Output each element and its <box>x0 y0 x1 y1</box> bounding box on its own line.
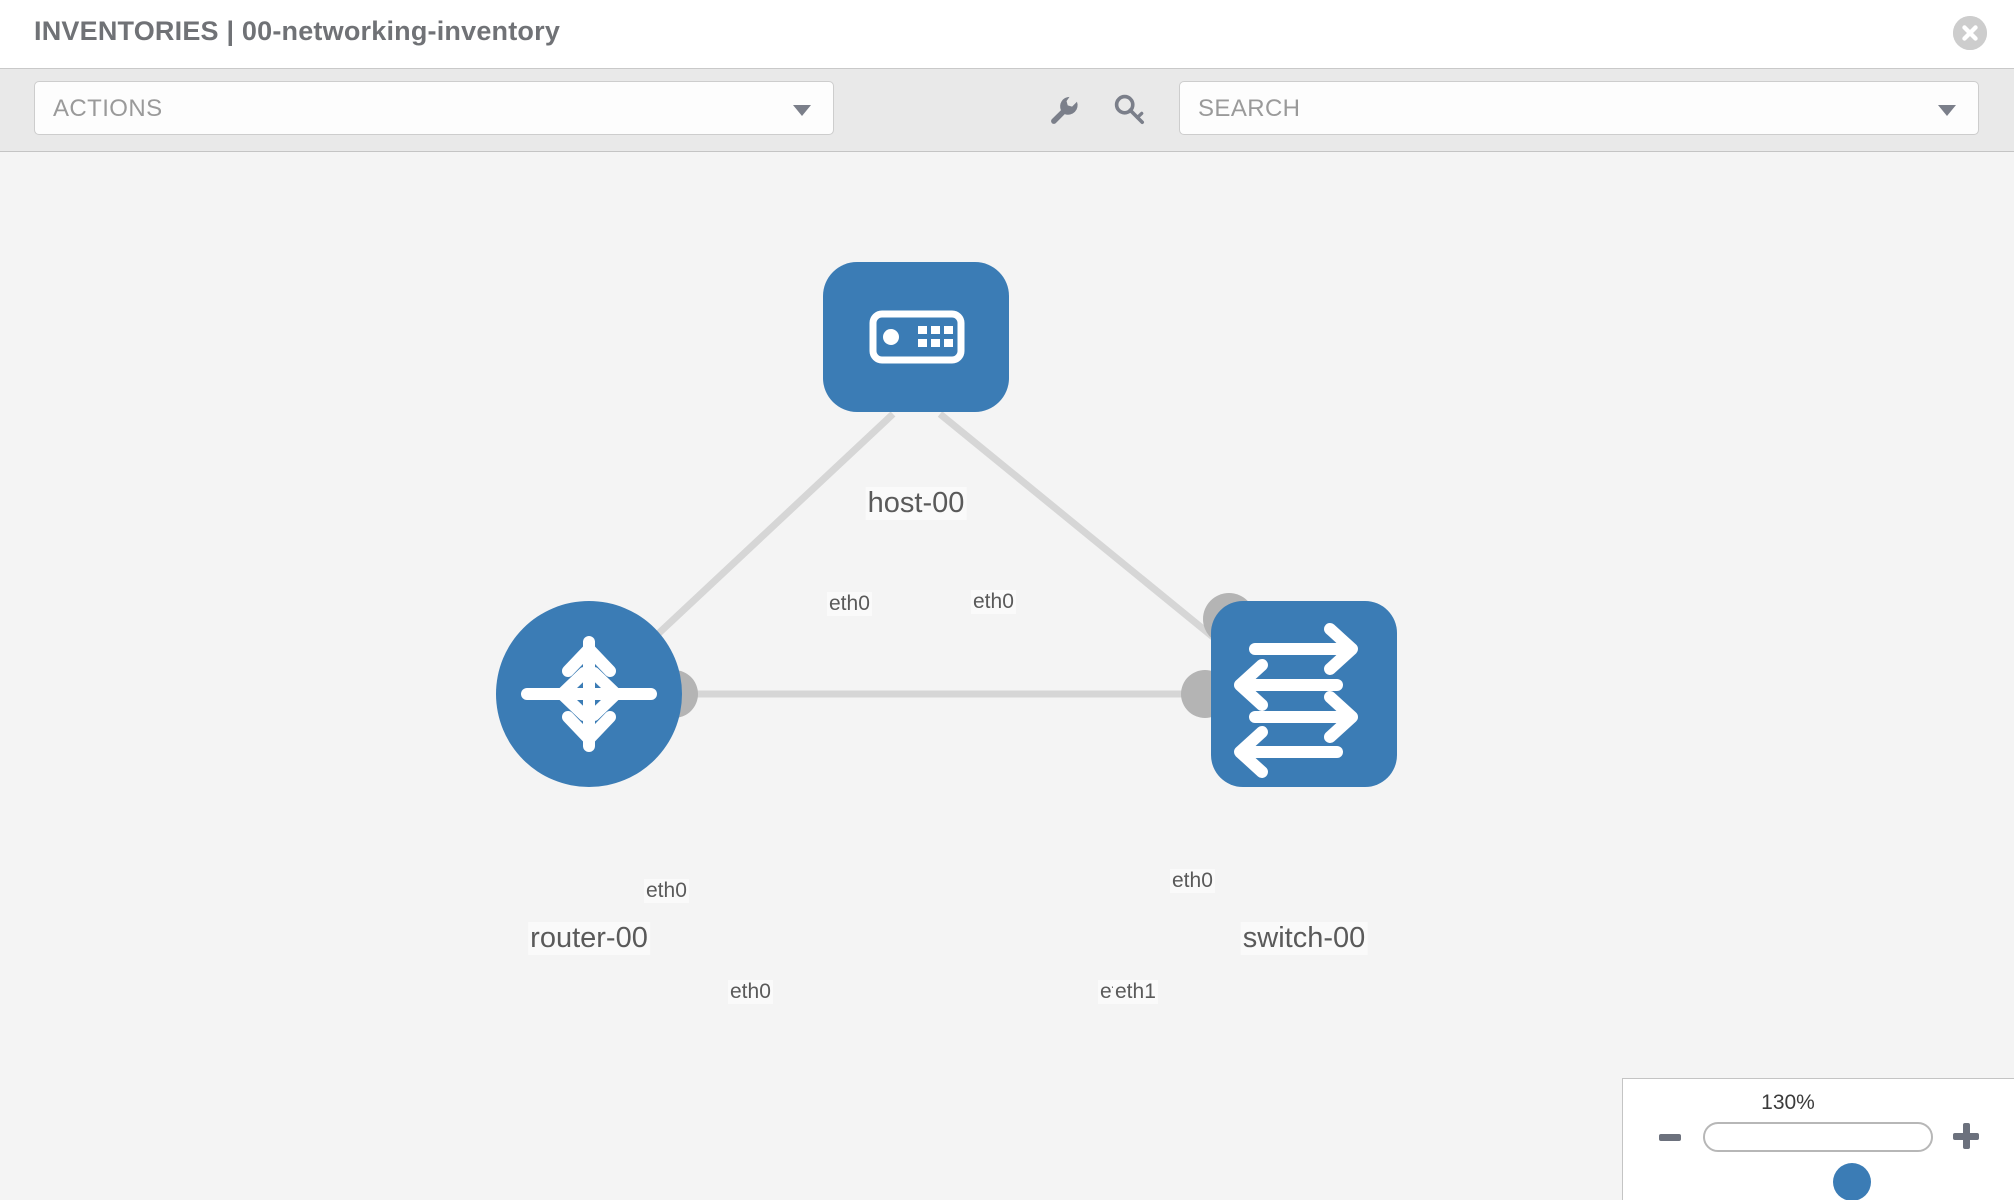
actions-dropdown-label: ACTIONS <box>53 95 163 122</box>
iface-label: eth0 <box>1170 869 1215 893</box>
close-icon[interactable] <box>1953 16 1987 50</box>
zoom-slider-track[interactable] <box>1703 1122 1933 1200</box>
minus-icon[interactable] <box>1659 1134 1681 1141</box>
zoom-control-panel: 130% <box>1622 1078 2014 1200</box>
switch-arrows-icon <box>1234 623 1358 778</box>
plus-icon[interactable] <box>1953 1123 1979 1149</box>
iface-label: eth0 <box>644 879 689 903</box>
router-arrows-icon <box>521 636 657 752</box>
node-label-host-00: host-00 <box>865 487 967 520</box>
node-switch-00[interactable] <box>1211 601 1397 787</box>
zoom-percent-label: 130% <box>1761 1091 1815 1114</box>
page-title: INVENTORIES | 00-networking-inventory <box>34 16 561 46</box>
topology-graph <box>496 262 1397 787</box>
node-label-switch-00: switch-00 <box>1240 922 1368 955</box>
actions-dropdown[interactable]: ACTIONS <box>34 81 834 135</box>
iface-label: eth0 <box>827 592 872 616</box>
search-input[interactable]: SEARCH <box>1179 81 1979 135</box>
topology-canvas[interactable]: eth0 eth0 eth0 eth0 eth0 eth0 eth1 host-… <box>0 152 2014 1200</box>
wrench-icon[interactable] <box>1047 93 1081 127</box>
toolbar: ACTIONS SEARCH <box>0 68 2014 152</box>
title-bar: INVENTORIES | 00-networking-inventory <box>0 0 2014 68</box>
chevron-down-icon <box>793 105 811 116</box>
server-icon <box>869 310 965 364</box>
chevron-down-icon[interactable] <box>1938 105 1956 116</box>
iface-label: eth1 <box>1113 980 1158 1004</box>
node-router-00[interactable] <box>496 601 682 787</box>
iface-label: eth0 <box>728 980 773 1004</box>
zoom-slider-thumb[interactable] <box>1833 1163 1871 1200</box>
search-placeholder: SEARCH <box>1198 95 1301 122</box>
node-host-00[interactable] <box>823 262 1009 412</box>
topology-links <box>609 411 1265 698</box>
node-label-router-00: router-00 <box>528 922 650 955</box>
iface-label: eth0 <box>971 590 1016 614</box>
key-icon[interactable] <box>1113 93 1147 127</box>
